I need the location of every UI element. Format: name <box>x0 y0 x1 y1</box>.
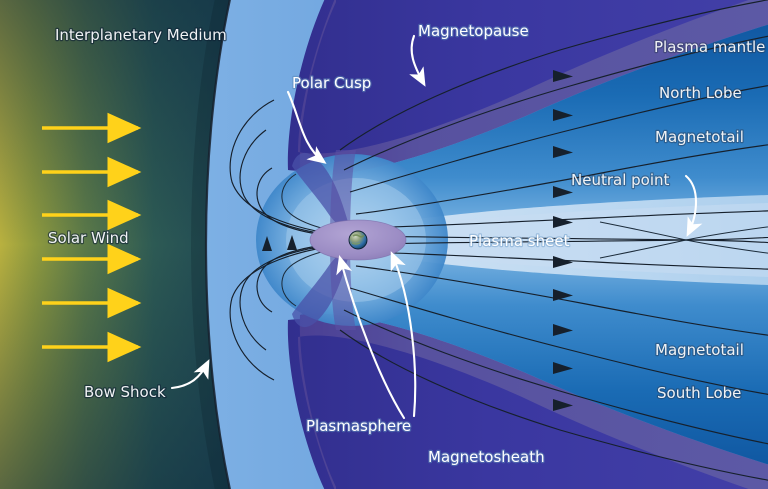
south-lobe-region <box>300 240 768 473</box>
solar-wind-arrows <box>42 112 142 363</box>
label-magnetosheath: Magnetosheath <box>428 448 545 466</box>
tail-field-lines <box>339 0 768 485</box>
label-neutral-point: Neutral point <box>571 171 670 189</box>
label-north-lobe: North Lobe <box>659 84 742 102</box>
label-magnetopause: Magnetopause <box>418 22 529 40</box>
tail-field-arrowheads <box>553 70 573 411</box>
label-solar-wind: Solar Wind <box>48 229 129 247</box>
label-magnetotail-south: Magnetotail <box>655 341 744 359</box>
label-plasma-sheet: Plasma sheet <box>469 232 570 250</box>
label-plasmasphere: Plasmasphere <box>306 417 411 435</box>
leader-neutral-point <box>684 174 703 237</box>
leader-bow-shock <box>170 359 210 390</box>
leader-polar-cusp <box>286 90 327 164</box>
bow-shock-boundary <box>204 0 231 489</box>
leader-plasmasphere-left <box>336 254 406 420</box>
plasma-mantle-band-south <box>298 313 768 489</box>
label-bow-shock: Bow Shock <box>84 383 166 401</box>
earth-globe-icon <box>348 230 368 250</box>
label-magnetotail-north: Magnetotail <box>655 128 744 146</box>
label-south-lobe: South Lobe <box>657 384 741 402</box>
label-interplanetary-medium: Interplanetary Medium <box>55 26 227 44</box>
magnetopause-boundary-south <box>287 319 768 489</box>
plasma-mantle-band-north <box>298 0 768 176</box>
label-polar-cusp: Polar Cusp <box>292 74 371 92</box>
label-plasma-mantle: Plasma mantle <box>654 38 765 56</box>
leader-lines <box>170 34 703 420</box>
leader-magnetopause <box>409 34 426 87</box>
magnetopause-boundary-north <box>287 0 768 171</box>
leader-plasmasphere-right <box>390 251 417 418</box>
